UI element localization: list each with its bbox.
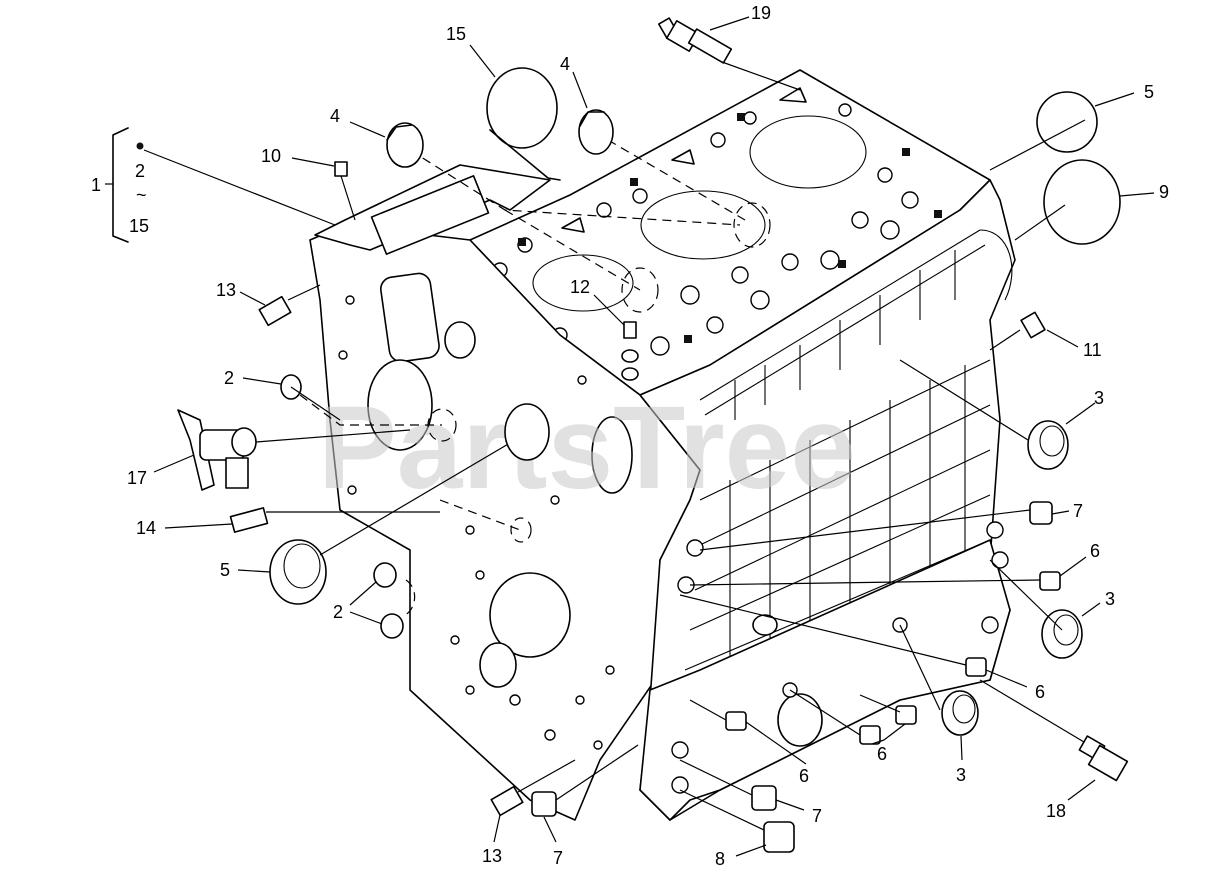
callout-13-upper: 13 (216, 280, 236, 300)
callout-18: 18 (1046, 801, 1066, 821)
bearing-cap-hole-a (752, 614, 778, 636)
callout-6-pair: 6 (877, 744, 887, 764)
callout-leaders (143, 16, 1155, 857)
part-14-tube (229, 507, 440, 533)
part-5-plug-right (1036, 91, 1098, 153)
part-2-plugs-pair (373, 562, 404, 639)
water-jacket-ribs (699, 229, 1013, 420)
part-4-plug-a (386, 122, 424, 168)
part-4-plug-b (578, 109, 614, 155)
callout-5-right: 5 (1144, 82, 1154, 102)
part-6-plug-d (895, 705, 917, 725)
hidden-lines (299, 139, 771, 616)
callout-6-lower: 6 (799, 766, 809, 786)
part-18-sensor (979, 679, 1129, 782)
callout-7-bottom-right: 7 (812, 806, 822, 826)
front-face-holes (338, 295, 615, 750)
assembly-leaders (290, 119, 1086, 831)
callout-1: 1 (91, 175, 101, 195)
part-13-sleeve-upper (258, 284, 321, 327)
callout-13-lower: 13 (482, 846, 502, 866)
cylinder-bore-1 (532, 254, 634, 312)
oil-pan-flange (639, 539, 1011, 821)
callout-8: 8 (715, 849, 725, 869)
callout-19: 19 (751, 3, 771, 23)
part-7-plug-bottom-right (751, 785, 777, 811)
part-9-gasket-ring (1043, 159, 1121, 245)
callout-9: 9 (1159, 182, 1169, 202)
side-boss-6 (991, 551, 1009, 569)
callout-5-left: 5 (220, 560, 230, 580)
part-1-marker (136, 142, 144, 150)
part-6-plug-a (1039, 571, 1061, 591)
side-boss-5 (986, 521, 1004, 539)
part-10-pin (334, 161, 356, 221)
callout-4-right: 4 (560, 54, 570, 74)
part-3-seal-lower (941, 690, 979, 736)
cylinder-bore-2 (640, 190, 766, 260)
part-3-seal-upper (899, 359, 1069, 470)
front-bore-small (444, 321, 476, 359)
callout-6-mid: 6 (1035, 682, 1045, 702)
side-boss-4 (671, 776, 689, 794)
callout-2-pair: 2 (333, 602, 343, 622)
part-12-dowel-oring (621, 321, 639, 381)
watermark: PartsTree (318, 382, 856, 514)
callout-3-upper: 3 (1094, 388, 1104, 408)
front-bore-large (367, 359, 433, 451)
part-11-dowel (989, 311, 1046, 351)
callout-17: 17 (127, 468, 147, 488)
callout-numbers: 1 2 ~ 15 19 15 4 4 10 5 9 11 12 13 2 17 … (91, 3, 1169, 869)
callout-4-left: 4 (330, 106, 340, 126)
part-6-plug-c (859, 725, 881, 745)
part-13-sleeve-lower (490, 759, 576, 817)
oval-opening (380, 272, 440, 363)
callout-1-range-tilde: ~ (136, 185, 147, 205)
callout-3-lower: 3 (956, 765, 966, 785)
part-5-plug-left (269, 403, 550, 605)
part-3-seal-middle (1041, 609, 1083, 659)
callout-2-left: 2 (224, 368, 234, 388)
callout-1-range-end: 15 (129, 216, 149, 236)
part-7-plug-bottom-left (531, 791, 557, 817)
crank-bore (489, 572, 571, 658)
part-6-plug-e (725, 711, 747, 731)
part-6-plug-b (965, 657, 987, 677)
deck-dowel-marks (518, 87, 942, 343)
bearing-cap-boss (777, 693, 823, 747)
part-15-expansion-plug (486, 67, 561, 181)
part-7-plug-right (1029, 501, 1053, 525)
part-8-plug (763, 821, 795, 853)
skirt-grid (684, 359, 991, 700)
callout-3-middle: 3 (1105, 589, 1115, 609)
crankcase-body (309, 69, 1016, 821)
cylinder-bore-3 (749, 115, 867, 189)
callout-14: 14 (136, 518, 156, 538)
callout-1-range-start: 2 (135, 161, 145, 181)
part-17-drain-cock (177, 409, 411, 491)
callout-7-right: 7 (1073, 501, 1083, 521)
crank-bore-small (479, 642, 517, 688)
callout-11: 11 (1083, 340, 1102, 360)
side-boss-3 (671, 741, 689, 759)
callout-12: 12 (570, 277, 590, 297)
side-boss-7 (981, 616, 999, 634)
part-19-sender-unit (658, 17, 801, 91)
part-1-bracket (112, 127, 129, 243)
side-boss-1 (686, 539, 704, 557)
callout-6-right: 6 (1090, 541, 1100, 561)
callout-7-bottom-left: 7 (553, 848, 563, 868)
callout-15: 15 (446, 24, 466, 44)
callout-10: 10 (261, 146, 281, 166)
front-bore-right (591, 416, 633, 494)
